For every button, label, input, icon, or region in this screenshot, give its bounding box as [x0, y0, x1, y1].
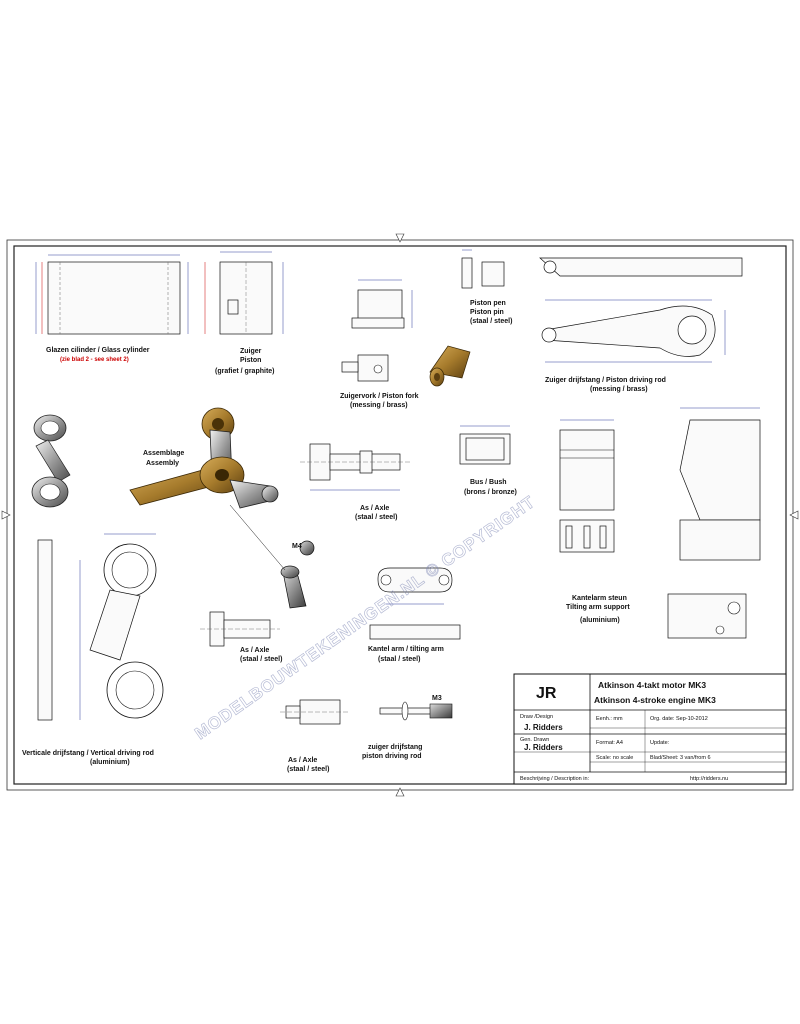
bush-drawing [459, 425, 511, 465]
piston-rod-drawing [539, 257, 743, 363]
tb-generator: J. Ridders [524, 743, 563, 752]
label-m3: M3 [432, 695, 442, 702]
label-axle-bottom: As / Axle [288, 757, 317, 764]
tilting-arm-drawing [369, 567, 461, 640]
part-labels: Glazen cilinder / Glass cylinder (zie bl… [22, 300, 666, 773]
axle-bottom-drawing [280, 699, 453, 725]
label-glass-cylinder: Glazen cilinder / Glass cylinder [46, 347, 150, 354]
m4-screw-3d [229, 504, 315, 609]
label-driving-rod-bottom-en: piston driving rod [362, 753, 422, 760]
tb-logo: JR [536, 685, 557, 702]
label-axle-mid: As / Axle [240, 647, 269, 654]
tb-update: Update: [650, 740, 670, 746]
label-assembly-nl: Assemblage [143, 450, 184, 457]
axle-mid-drawing [200, 611, 280, 647]
assembly-3d [129, 407, 279, 509]
piston-fork-drawing [341, 279, 413, 382]
label-glass-cylinder-note: (zie blad 2 - see sheet 2) [60, 357, 129, 363]
tb-gen-drawn-label: Gen. Drawn [520, 737, 549, 743]
label-axle-mid-material: (staal / steel) [240, 656, 282, 663]
axle-top-drawing [300, 443, 410, 491]
piston-drawing [219, 251, 284, 335]
label-tilting-support-material: (aluminium) [580, 617, 620, 624]
label-piston-pin-nl: Piston pen [470, 300, 506, 307]
label-m4: M4 [292, 543, 302, 550]
label-vertical-rod: Verticale drijfstang / Vertical driving … [22, 750, 154, 757]
label-axle-bottom-material: (staal / steel) [287, 766, 329, 773]
label-axle-top: As / Axle [360, 505, 389, 512]
label-bush: Bus / Bush [470, 479, 507, 486]
label-tilting-arm: Kantel arm / tilting arm [368, 646, 444, 653]
label-piston-pin-material: (staal / steel) [470, 318, 512, 325]
label-bush-material: (brons / bronze) [464, 489, 517, 496]
glass-cylinder-drawing [35, 254, 206, 335]
label-piston-material: (grafiet / graphite) [215, 368, 275, 375]
tb-title-nl: Atkinson 4-takt motor MK3 [598, 680, 706, 690]
label-tilting-arm-material: (staal / steel) [378, 656, 420, 663]
label-vertical-rod-material: (aluminium) [90, 759, 130, 766]
label-tilting-support-en: Tilting arm support [566, 604, 630, 611]
label-piston-nl: Zuiger [240, 348, 262, 355]
tb-sheet: Blad/Sheet: 3 van/from 6 [650, 755, 711, 761]
tb-format: Format: A4 [596, 740, 623, 746]
label-tilting-support-nl: Kantelarm steun [572, 595, 627, 602]
label-piston-en: Piston [240, 357, 261, 364]
tb-title-en: Atkinson 4-stroke engine MK3 [594, 695, 716, 705]
label-axle-top-material: (staal / steel) [355, 514, 397, 521]
tb-url: http://ridders.nu [690, 776, 728, 782]
tb-scale: Scale: no scale [596, 755, 633, 761]
label-piston-fork-material: (messing / brass) [350, 402, 408, 409]
vertical-rod-drawing [37, 533, 164, 721]
tb-orig-date: Org. date: Sep-10-2012 [650, 716, 708, 722]
label-assembly-en: Assembly [146, 460, 179, 467]
vertical-rod-3d [31, 414, 71, 508]
tb-draw-design-label: Draw /Design [520, 714, 553, 720]
tb-drawer: J. Ridders [524, 723, 563, 732]
piston-fork-3d [429, 345, 471, 387]
tb-description: Beschrijving / Description in: [520, 776, 590, 782]
title-block: JR Atkinson 4-takt motor MK3 Atkinson 4-… [513, 673, 787, 785]
label-piston-fork: Zuigervork / Piston fork [340, 393, 419, 400]
tilting-arm-support-drawing [559, 407, 761, 639]
label-piston-rod-material: (messing / brass) [590, 386, 648, 393]
label-driving-rod-bottom-nl: zuiger drijfstang [368, 744, 422, 751]
piston-pin-drawing [461, 249, 505, 289]
label-piston-pin-en: Piston pin [470, 309, 504, 316]
tb-units: Eenh.: mm [596, 716, 623, 722]
label-piston-rod: Zuiger drijfstang / Piston driving rod [545, 377, 666, 384]
